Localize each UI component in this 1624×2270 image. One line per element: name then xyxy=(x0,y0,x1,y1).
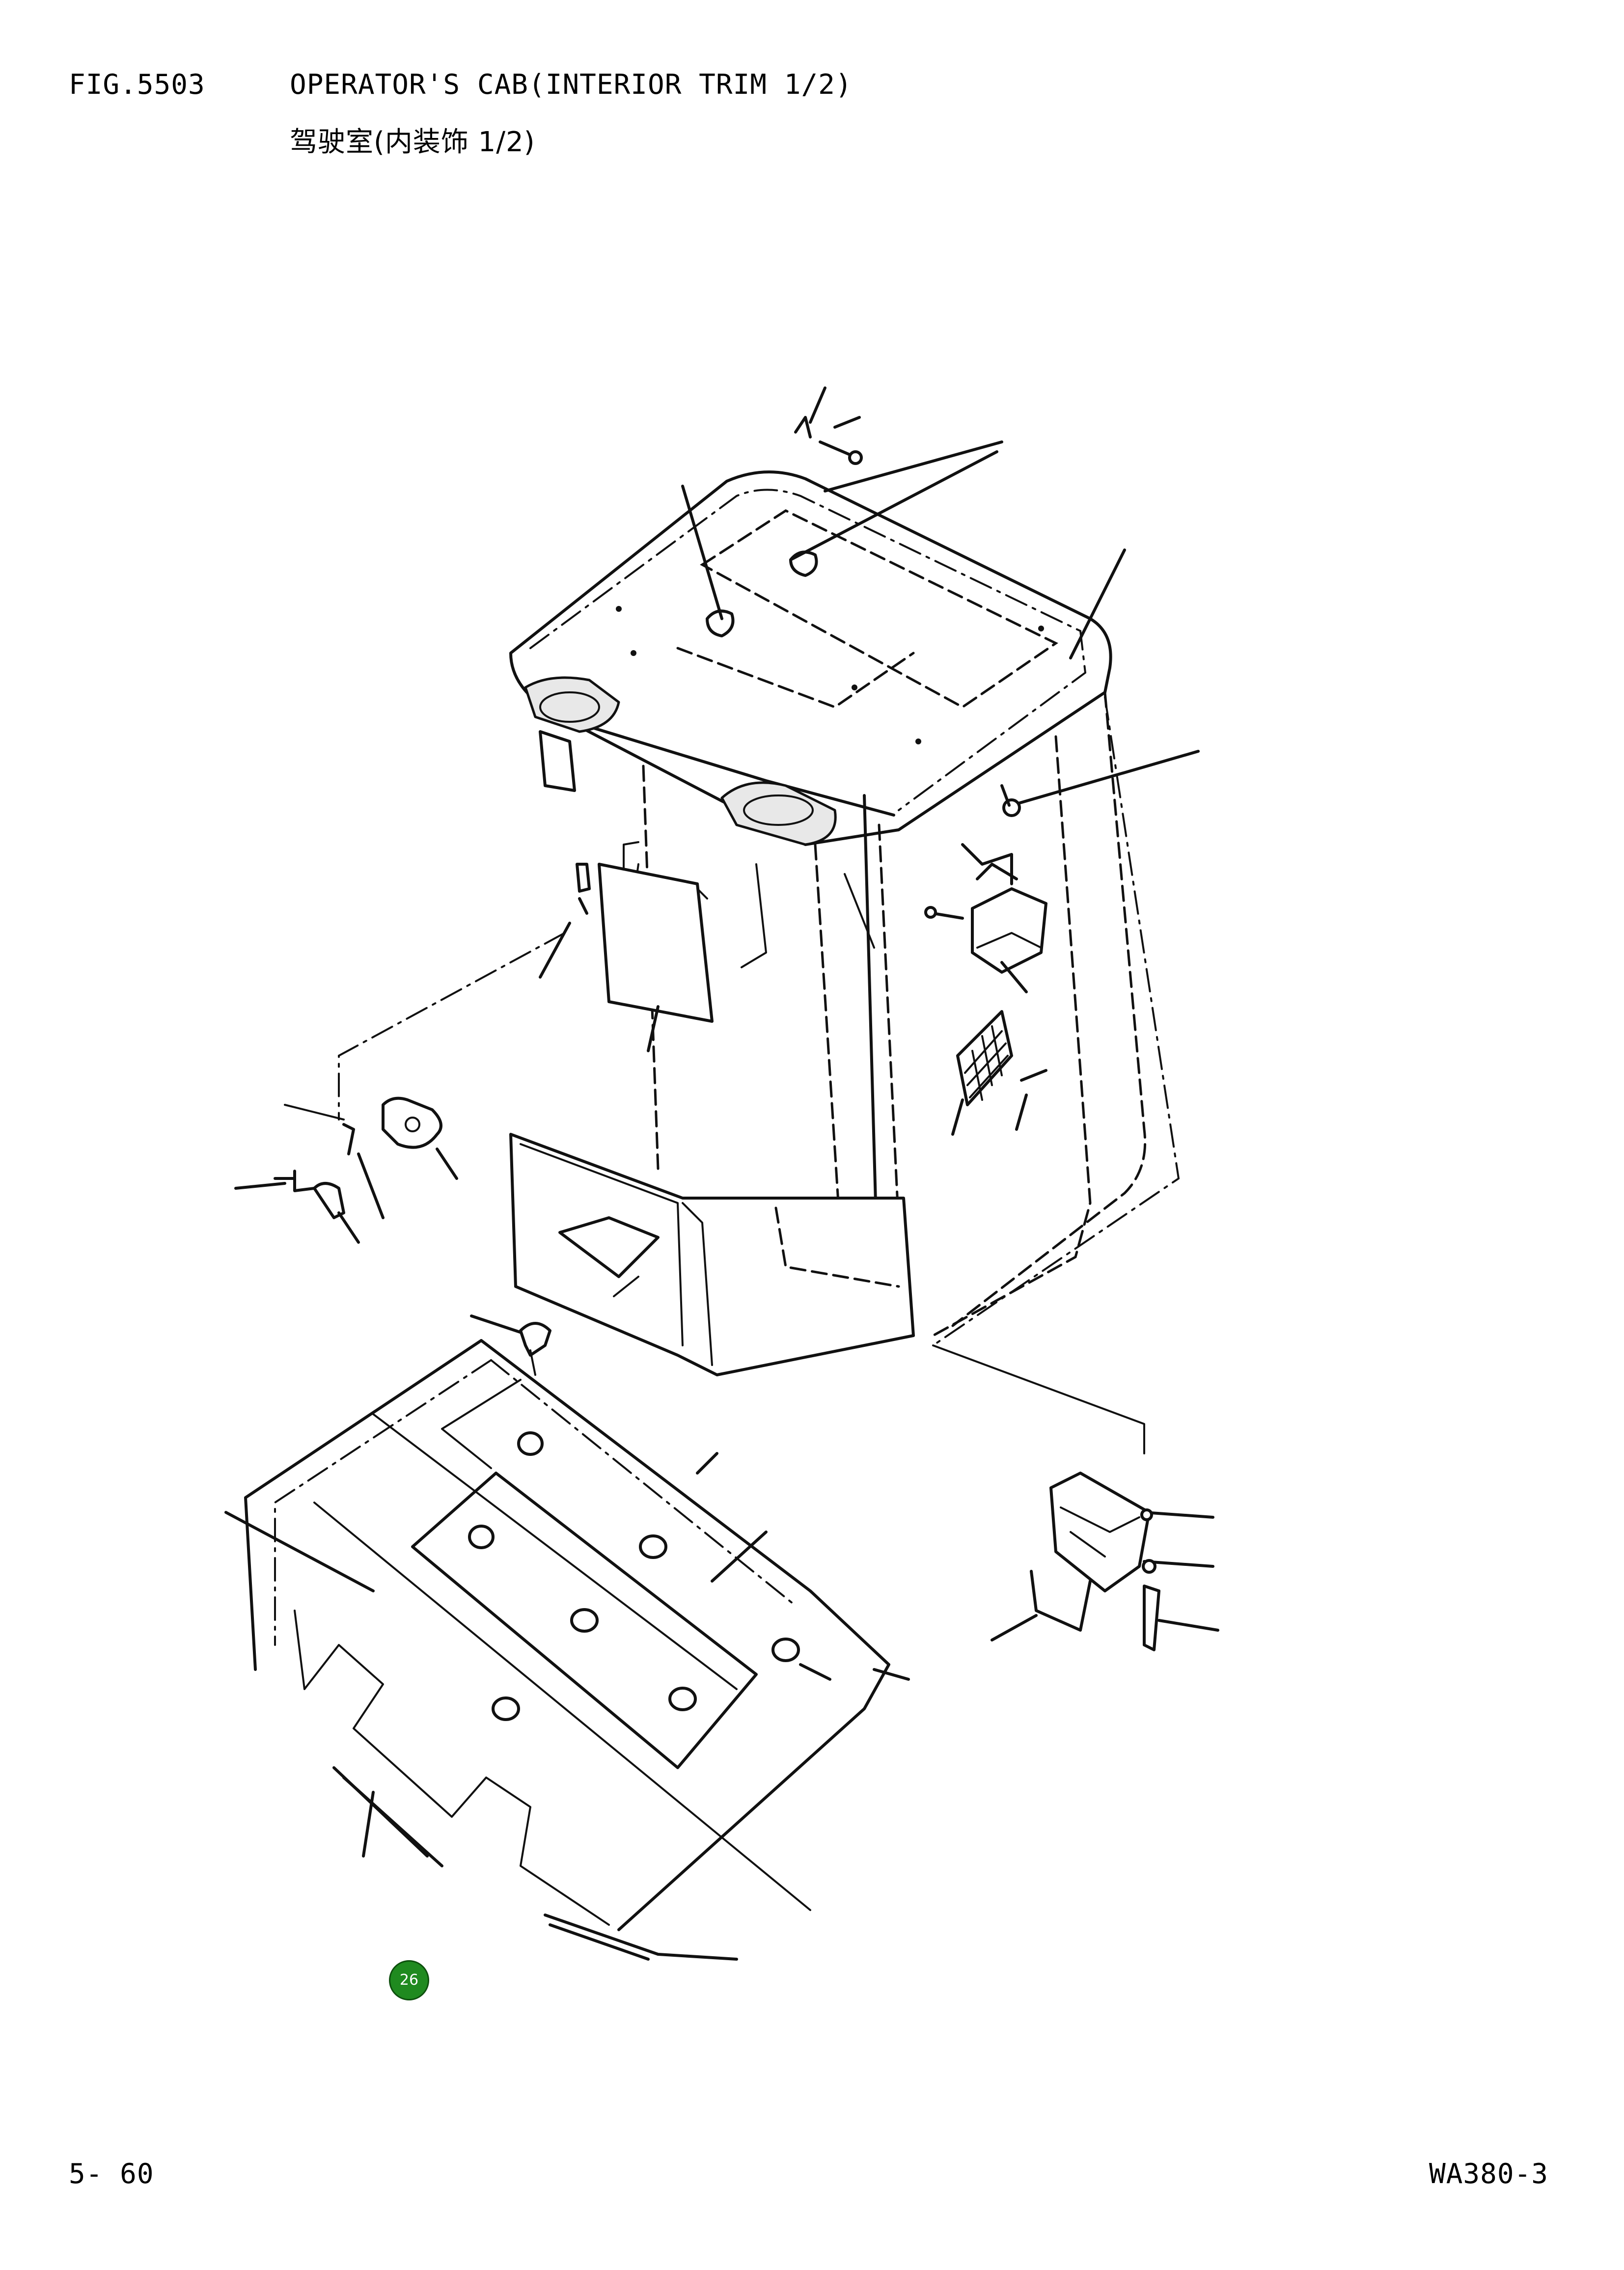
coat-hook-and-box xyxy=(926,845,1046,992)
speaker-grille xyxy=(953,1012,1046,1134)
lower-console xyxy=(511,1134,913,1375)
push-pin-clip xyxy=(471,1316,550,1375)
top-fasteners xyxy=(683,388,1198,816)
floor-mat xyxy=(246,1340,908,1959)
figure-title-chinese: 驾驶室(内装饰 1/2) xyxy=(290,126,535,158)
machine-model: WA380-3 xyxy=(1429,2158,1549,2190)
page-number: 5- 60 xyxy=(69,2158,154,2190)
sun-visor-panel xyxy=(599,842,712,1051)
figure-title-english: OPERATOR'S CAB(INTERIOR TRIM 1/2) xyxy=(290,69,853,101)
right-clip-bracket xyxy=(933,1345,1218,1650)
left-fasteners xyxy=(236,864,589,1242)
callout-marker[interactable]: 26 xyxy=(389,1960,429,2000)
roof-headliner xyxy=(511,472,1111,845)
figure-number: FIG.5503 xyxy=(69,69,205,101)
leader-lines xyxy=(226,1512,830,1856)
